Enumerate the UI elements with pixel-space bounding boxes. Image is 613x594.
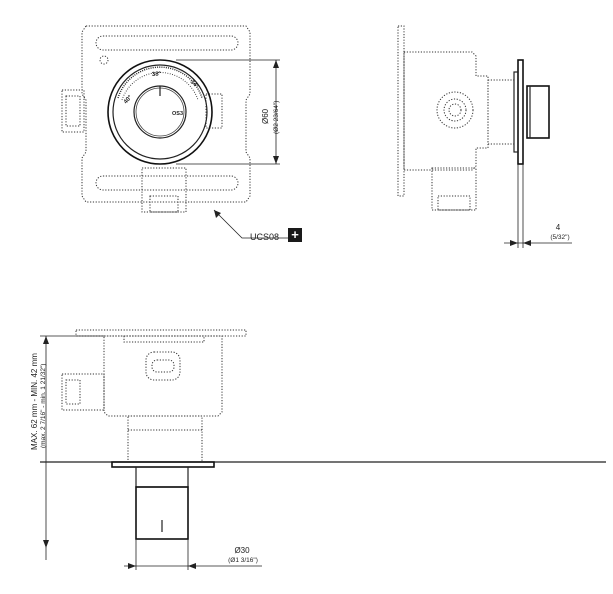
cover-plate-inner	[112, 64, 208, 160]
stem-arrow-left	[128, 563, 136, 569]
cover-plate-outer	[107, 59, 213, 165]
diameter-label-imperial: (Ø2 23/64")	[273, 101, 280, 134]
stem-arrow-right	[188, 563, 196, 569]
outlet-connection-right	[205, 93, 223, 129]
inlet-connection-left	[61, 89, 85, 133]
side-knob	[526, 85, 550, 139]
inlet-nut-left	[65, 95, 81, 127]
side-bracket	[397, 25, 405, 197]
side-fitting-outer	[436, 91, 474, 129]
side-fitting-mid	[443, 98, 467, 122]
callout-leader	[213, 209, 290, 239]
depth-arrow-right	[523, 240, 531, 246]
dial-scale-arc-inner	[121, 71, 199, 101]
dial-mark-center: 38°	[152, 71, 162, 78]
callout-arrow	[214, 210, 221, 218]
dial-mark-right: 34°	[189, 79, 200, 90]
side-view: 4 (5/32")	[397, 25, 572, 248]
bracket-slot-bottom	[95, 175, 239, 191]
range-arrow-top	[43, 336, 49, 344]
diameter-arrow-bottom	[273, 156, 279, 164]
bracket-slot-top	[95, 35, 239, 51]
bracket-hole	[99, 55, 109, 65]
bottom-outlet	[141, 167, 187, 213]
depth-label: 4	[556, 223, 561, 232]
side-bottom-nut	[437, 195, 471, 211]
section-bracket-plate	[75, 329, 247, 337]
section-view: MAX. 62 mm - MIN. 42 mm (max. 2 7/16" - …	[30, 329, 606, 570]
mounting-bracket	[81, 25, 251, 203]
plus-icon-box	[288, 228, 302, 242]
diameter-label: Ø60	[261, 108, 270, 124]
side-bottom-outlet	[431, 167, 477, 211]
callout-code: UCS08	[250, 232, 279, 242]
section-top-fitting-inner	[151, 359, 175, 373]
section-knob	[135, 486, 189, 540]
section-inlet	[61, 373, 105, 411]
section-body-cap	[123, 335, 205, 343]
section-inlet-nut	[65, 379, 81, 405]
section-top-fitting	[145, 351, 181, 381]
stem-diameter-label-imperial: (Ø1 3/16")	[228, 557, 258, 564]
diameter-arrow-top	[273, 60, 279, 68]
dial-scale-arc	[117, 66, 203, 99]
bottom-outlet-nut	[149, 195, 179, 213]
range-label-imperial: (max. 2 7/16" - min. 1 21/32")	[40, 364, 47, 448]
side-cover-plate	[517, 59, 524, 165]
side-cover-edge	[513, 71, 519, 153]
front-view: 40° 38° 34° OS3 Ø60 (Ø2 23/64") UCS08 +	[61, 25, 302, 242]
side-valve-body	[403, 51, 489, 171]
depth-arrow-left	[510, 240, 518, 246]
range-arrow-bottom	[43, 540, 49, 548]
section-lower-housing	[127, 415, 203, 463]
plus-icon: +	[291, 227, 299, 242]
dial-mark-left: 40°	[123, 94, 134, 105]
side-spindle-housing	[487, 79, 515, 145]
section-stem	[135, 466, 189, 488]
knob-label: OS3	[172, 111, 183, 117]
side-fitting-inner	[448, 103, 462, 117]
stem-diameter-label: Ø30	[234, 546, 250, 555]
section-cover-plate	[111, 461, 215, 468]
depth-label-imperial: (5/32")	[550, 234, 569, 241]
section-valve-body	[103, 335, 223, 417]
range-label: MAX. 62 mm - MIN. 42 mm	[30, 353, 39, 450]
